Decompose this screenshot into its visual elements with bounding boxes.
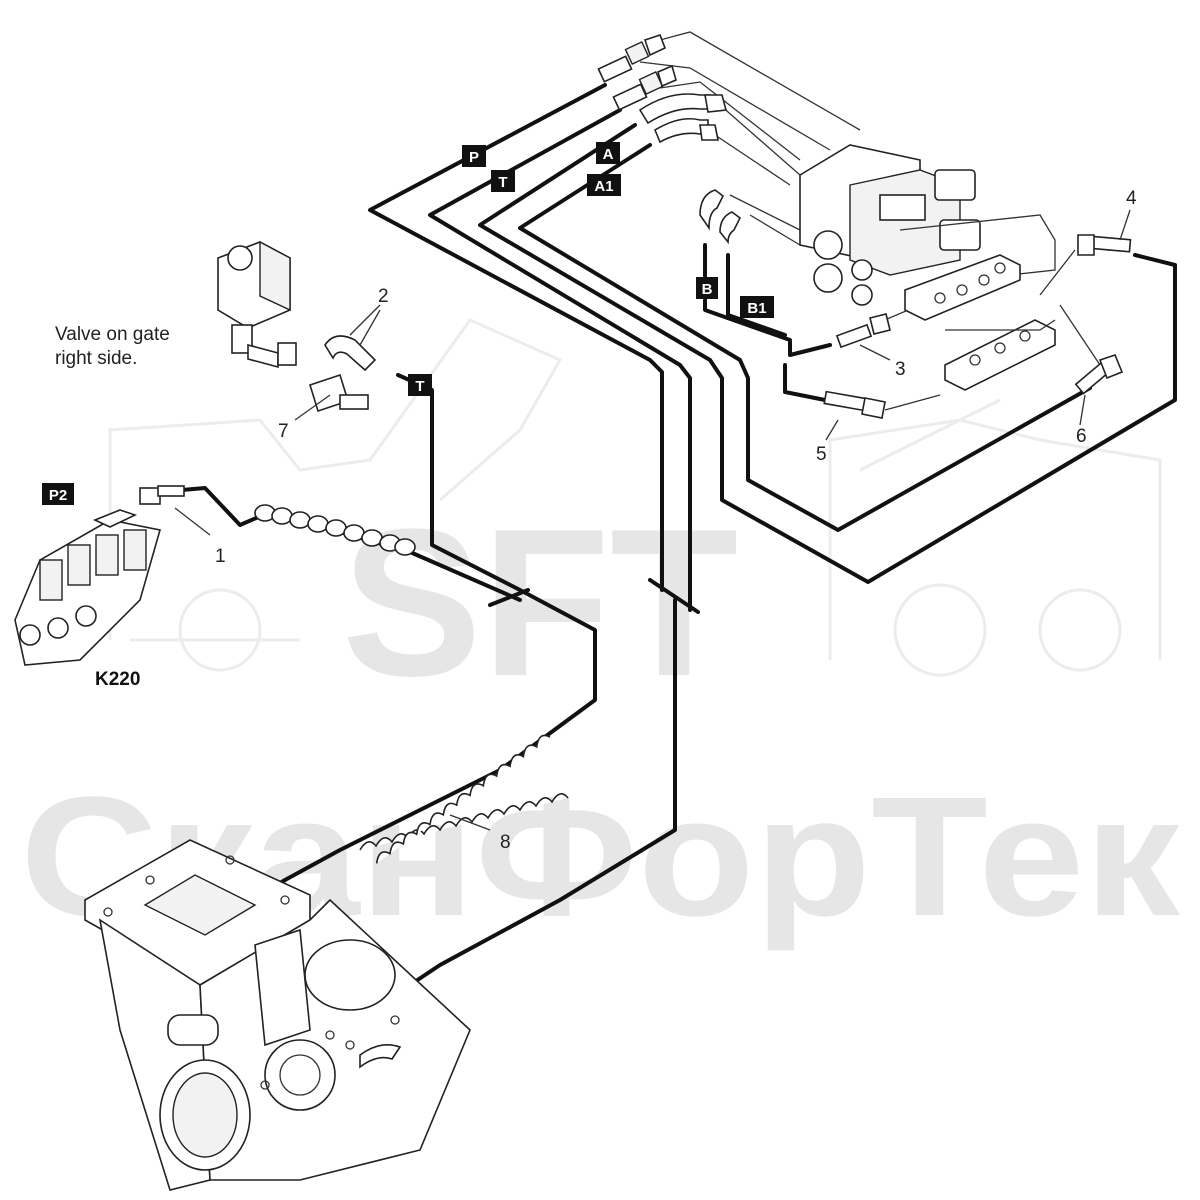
frame-assembly	[84, 839, 471, 1191]
port-tag-t: T	[491, 170, 515, 192]
svg-text:A: A	[603, 146, 614, 163]
hose-p	[368, 83, 664, 592]
spiral-guard-8	[359, 734, 569, 864]
svg-text:B: B	[702, 281, 713, 298]
callout-8: 8	[500, 832, 511, 853]
caption-line-1: Valve on gate	[55, 324, 170, 345]
valve-block	[799, 144, 1056, 391]
port-tag-p2: P2	[42, 483, 74, 505]
model-label: K220	[95, 669, 140, 690]
caption-line-2: right side.	[55, 348, 137, 369]
control-valve-k220	[14, 485, 185, 666]
hose-a	[478, 123, 1177, 584]
port-tag-b: B	[696, 277, 718, 299]
svg-text:A1: A1	[594, 178, 613, 195]
svg-text:B1: B1	[747, 300, 766, 317]
port-tag-p: P	[462, 145, 486, 167]
callout-leaders	[174, 209, 1131, 831]
callout-7: 7	[278, 421, 289, 442]
port-tag-t-gate: T	[408, 374, 432, 396]
port-tag-a1: A1	[587, 174, 621, 196]
side-fittings	[699, 189, 1132, 419]
hose-b1	[726, 253, 827, 402]
svg-text:T: T	[498, 174, 507, 191]
hose-a1	[518, 143, 1092, 532]
callout-5: 5	[816, 444, 827, 465]
port-tag-b1: B1	[740, 296, 774, 318]
callout-2: 2	[378, 286, 389, 307]
callout-3: 3	[895, 359, 906, 380]
svg-text:T: T	[415, 378, 424, 395]
svg-text:P2: P2	[49, 487, 67, 504]
callout-4: 4	[1126, 188, 1137, 209]
port-tag-a: A	[596, 142, 620, 164]
spiral-guard-upper	[254, 504, 416, 556]
callout-6: 6	[1076, 426, 1087, 447]
hose-p2	[180, 486, 522, 602]
svg-text:P: P	[469, 149, 479, 166]
leader-lines	[349, 31, 1101, 411]
callout-1: 1	[215, 546, 226, 567]
gate-valve	[217, 240, 377, 413]
top-fittings	[597, 33, 728, 144]
